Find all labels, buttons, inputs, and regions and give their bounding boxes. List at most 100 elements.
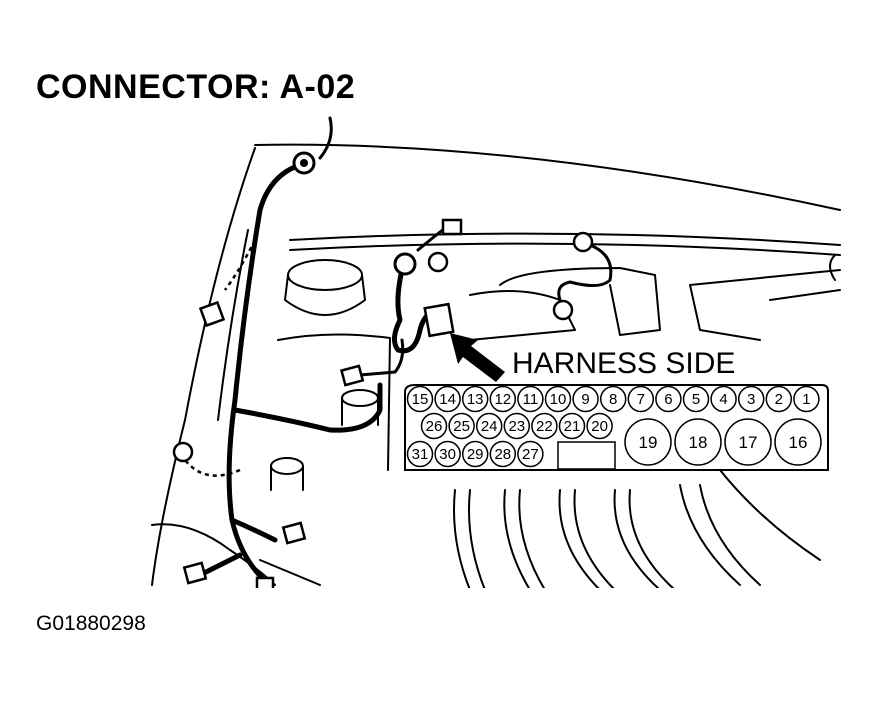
lower-fender bbox=[151, 523, 276, 586]
wire-antenna bbox=[318, 116, 333, 160]
connector-pin-label: 29 bbox=[467, 446, 484, 463]
connector-pin bbox=[599, 385, 627, 413]
connector-pin bbox=[674, 418, 722, 466]
connector-block-4 bbox=[281, 521, 307, 545]
connector-pin-label: 1 bbox=[802, 391, 810, 408]
connector-pin bbox=[489, 440, 517, 468]
connector-pin bbox=[434, 385, 461, 413]
connector-pin-label: 3 bbox=[747, 391, 755, 408]
connector-pin-label: 26 bbox=[426, 418, 443, 435]
right-arc bbox=[829, 254, 836, 281]
connector-pin-label: 28 bbox=[494, 446, 511, 463]
intake-runner-2 bbox=[503, 489, 546, 591]
connector-pin-label: 7 bbox=[637, 391, 645, 408]
ground-eyelet-3 bbox=[552, 299, 574, 321]
connector-pin bbox=[624, 418, 672, 466]
right-component bbox=[689, 269, 841, 341]
connector-pin bbox=[765, 385, 793, 413]
connector-pin-label: 13 bbox=[467, 391, 484, 408]
cowl-line bbox=[289, 232, 841, 246]
connector-pin-label: 12 bbox=[494, 391, 511, 408]
connector-pin-label: 27 bbox=[522, 446, 539, 463]
connector-pin bbox=[558, 412, 586, 440]
fender-line bbox=[151, 147, 256, 586]
reservoir-cap bbox=[341, 389, 379, 407]
connector-pin-label: 23 bbox=[508, 418, 525, 435]
wire-ground-right bbox=[557, 243, 613, 302]
connector-pin-label: 19 bbox=[639, 433, 658, 452]
connector-pin-label: 21 bbox=[564, 418, 581, 435]
connector-block-a02 bbox=[423, 302, 455, 338]
lower-frame bbox=[259, 559, 321, 586]
connector-pin bbox=[489, 385, 517, 413]
strut-tower-base bbox=[277, 333, 391, 471]
connector-pin-label: 4 bbox=[719, 391, 727, 408]
connector-pin bbox=[710, 385, 737, 413]
connector-pin bbox=[517, 385, 544, 413]
connector-pin-label: 20 bbox=[591, 418, 608, 435]
connector-pin bbox=[724, 418, 772, 466]
callout-label: HARNESS SIDE bbox=[512, 347, 735, 380]
connector-pin-label: 31 bbox=[412, 446, 429, 463]
connector-title: CONNECTOR: A-02 bbox=[36, 68, 356, 106]
connector-pin bbox=[448, 412, 475, 440]
connector-pin-label: 16 bbox=[789, 433, 808, 452]
connector-block-5 bbox=[182, 561, 208, 585]
connector-pin bbox=[627, 385, 655, 413]
connector-pin-label: 5 bbox=[692, 391, 700, 408]
connector-pin-label: 14 bbox=[439, 391, 456, 408]
connector-pin-label: 9 bbox=[581, 391, 589, 408]
connector-pin-label: 30 bbox=[439, 446, 456, 463]
ground-eyelet-4 bbox=[172, 441, 194, 463]
connector-pin bbox=[544, 385, 572, 413]
connector-pin-label: 11 bbox=[523, 391, 539, 408]
connector-pin bbox=[434, 440, 461, 468]
connector-pin bbox=[586, 412, 613, 440]
grommet-inner bbox=[300, 159, 308, 167]
grommet-center bbox=[393, 252, 417, 276]
intake-runner-5 bbox=[679, 484, 761, 586]
ground-eyelet-2 bbox=[572, 231, 594, 253]
strut-tower-body bbox=[284, 274, 366, 316]
connector-pin bbox=[774, 418, 822, 466]
connector-pin-label: 17 bbox=[739, 433, 758, 452]
connector-block-1 bbox=[198, 300, 226, 328]
connector-pin bbox=[737, 385, 765, 413]
intake-runner-6 bbox=[719, 469, 821, 561]
figure-id: G01880298 bbox=[36, 612, 146, 635]
connector-pin bbox=[572, 385, 599, 413]
strut-tower-top bbox=[287, 259, 363, 291]
intake-runner-3 bbox=[558, 489, 616, 591]
connector-pin bbox=[531, 412, 558, 440]
cowl-line-2 bbox=[289, 242, 841, 256]
wire-top-connector bbox=[416, 226, 447, 252]
harness-branch-cowl bbox=[232, 382, 383, 433]
harness-branch-lower bbox=[197, 517, 278, 578]
small-cap-body bbox=[270, 465, 304, 491]
connector-pin bbox=[655, 385, 682, 413]
connector-pin bbox=[461, 385, 489, 413]
connector-pin bbox=[420, 412, 448, 440]
wire-to-small-connector bbox=[358, 338, 405, 377]
main-harness bbox=[226, 162, 303, 581]
callout-arrow bbox=[450, 333, 505, 382]
connector-pin-label: 8 bbox=[609, 391, 617, 408]
connector-pin-label: 2 bbox=[775, 391, 783, 408]
harness-dashed-2 bbox=[184, 459, 241, 477]
connector-pin bbox=[475, 412, 503, 440]
connector-pin bbox=[503, 412, 531, 440]
connector-pin bbox=[461, 440, 489, 468]
connector-pin-label: 18 bbox=[689, 433, 708, 452]
connector-pin bbox=[517, 440, 544, 468]
connector-block-2 bbox=[339, 364, 365, 387]
intake-plenum bbox=[499, 267, 661, 336]
harness-branch-center bbox=[392, 267, 443, 354]
connector-pin bbox=[406, 440, 434, 468]
intake-runner-4 bbox=[613, 489, 676, 591]
connector-pin-label: 6 bbox=[664, 391, 672, 408]
connector-pin-label: 22 bbox=[536, 418, 553, 435]
connector-key-slot bbox=[557, 441, 616, 470]
ground-eyelet-1 bbox=[427, 251, 449, 273]
